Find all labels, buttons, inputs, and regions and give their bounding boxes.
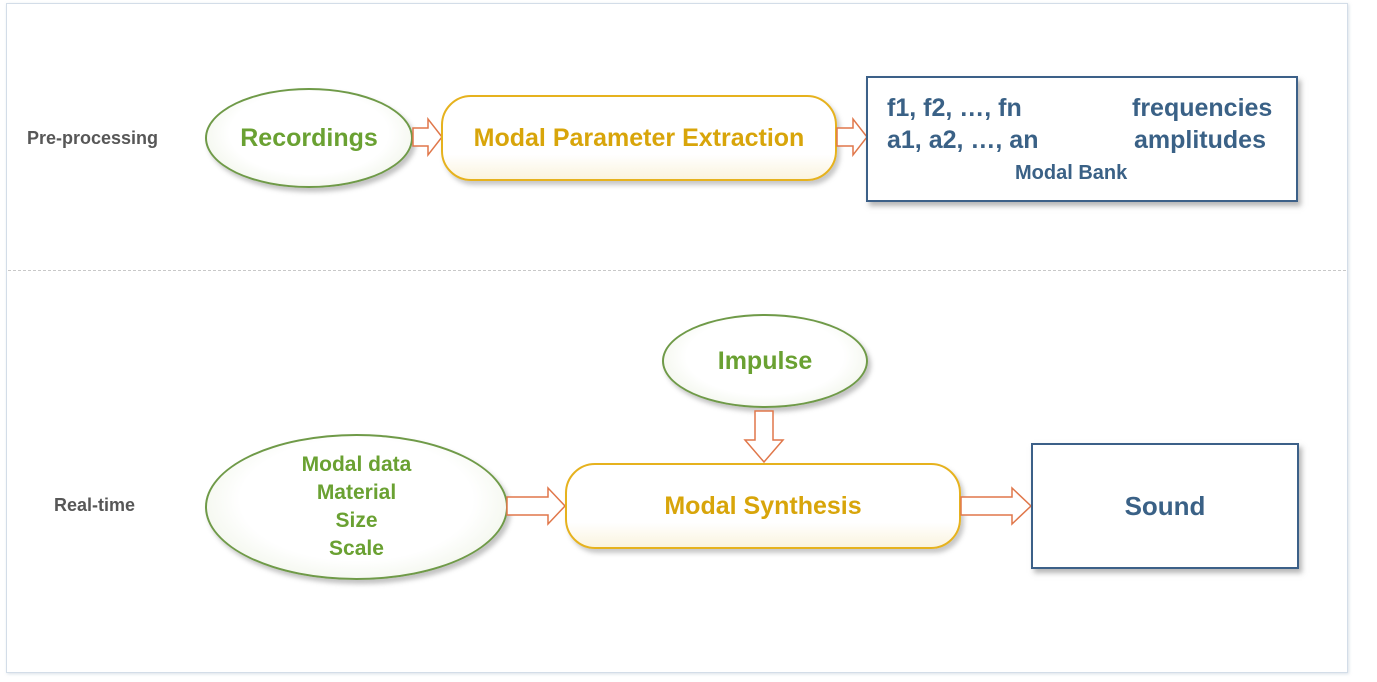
sound-label: Sound [1124,490,1206,521]
synthesis-label: Modal Synthesis [664,491,862,520]
preprocessing-label: Pre-processing [27,128,159,148]
input-material: Material [316,481,397,504]
input-modal-data: Modal data [301,453,412,476]
amplitudes-label: amplitudes [1134,126,1266,154]
modal-bank-caption: Modal Bank [1015,162,1128,184]
realtime-label: Real-time [54,495,136,515]
recordings-node: Recordings [205,88,413,188]
extraction-label: Modal Parameter Extraction [473,123,805,152]
inputs-node: Modal data Material Size Scale [205,434,508,580]
impulse-label: Impulse [717,346,813,375]
arrow-recordings-to-extraction [412,116,443,158]
arrow-impulse-to-synthesis [743,410,785,464]
synthesis-node: Modal Synthesis [565,463,961,549]
impulse-node: Impulse [662,314,868,408]
input-scale: Scale [329,537,384,560]
sound-node: Sound [1031,443,1299,569]
arrow-inputs-to-synthesis [506,486,567,526]
frequencies-values: f1, f2, …, fn [887,94,1022,122]
section-divider [8,270,1346,271]
frequencies-label: frequencies [1132,94,1273,122]
input-size: Size [335,509,378,532]
extraction-node: Modal Parameter Extraction [441,95,837,181]
recordings-label: Recordings [240,123,378,152]
amplitudes-values: a1, a2, …, an [887,126,1039,154]
arrow-extraction-to-bank [836,116,868,158]
inputs-list: Modal data Material Size Scale [302,451,412,563]
modal-bank-box: f1, f2, …, fn frequencies a1, a2, …, an … [866,76,1298,202]
arrow-synthesis-to-sound [960,486,1033,526]
